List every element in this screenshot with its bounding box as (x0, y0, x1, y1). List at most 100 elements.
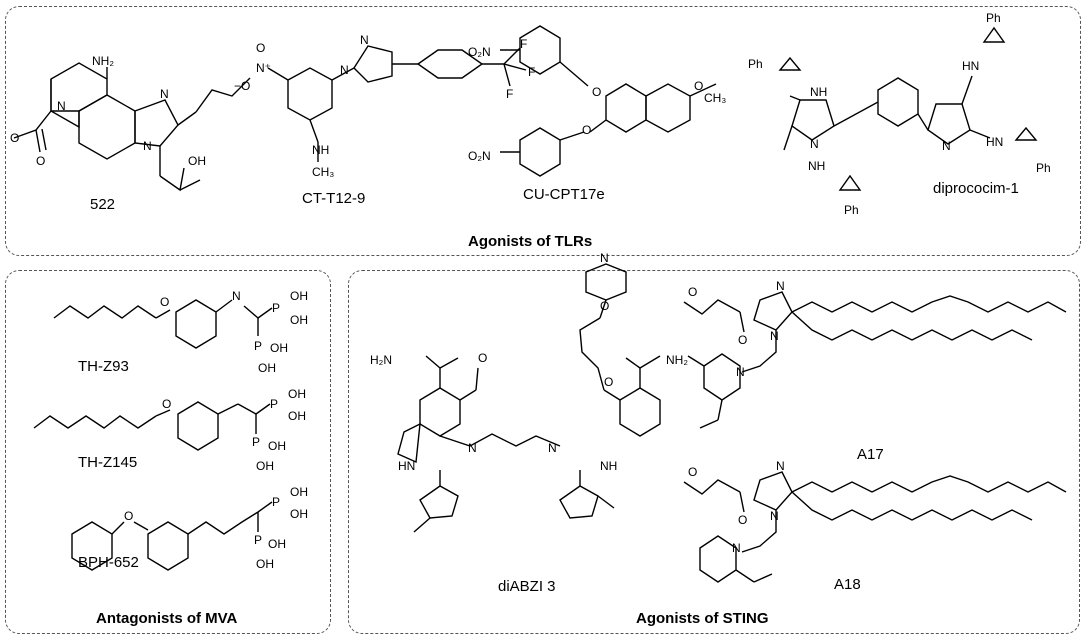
structure-th-z93: O N P P OH OH OH OH (53, 289, 308, 375)
atom-label: Ph (986, 11, 1001, 25)
atom-label: HN (398, 459, 415, 473)
atom-label: N (160, 87, 169, 101)
compound-label-a17: A17 (857, 446, 884, 463)
atom-label: O (582, 123, 591, 137)
atom-label: P (254, 533, 262, 547)
atom-label: O (604, 375, 613, 389)
structure-a17: N N N O O (683, 279, 1067, 429)
atom-label: HN (986, 135, 1003, 149)
atom-label: P (252, 435, 260, 449)
mva-panel-title: Antagonists of MVA (96, 610, 238, 627)
atom-label: NH (810, 85, 827, 99)
atom-label: O₂N (468, 45, 491, 59)
sting-agonists-panel (348, 270, 1080, 634)
atom-label: O (738, 513, 747, 527)
atom-label: N (360, 33, 369, 47)
structure-th-z145: O P P OH OH OH OH (33, 387, 306, 473)
atom-label: OH (268, 439, 286, 453)
atom-label: O (592, 85, 601, 99)
atom-label: N (736, 365, 745, 379)
atom-label: Ph (748, 57, 763, 71)
compound-label-th-z93: TH-Z93 (78, 358, 129, 375)
atom-label: N (770, 329, 779, 343)
atom-label: OH (290, 289, 308, 303)
atom-label: N (942, 139, 951, 153)
atom-label: OH (258, 361, 276, 375)
structure-522: NH₂ N N N OH O O (10, 54, 251, 192)
atom-label: O (162, 397, 171, 411)
atom-label: N (57, 99, 66, 113)
atom-label: NH₂ (92, 54, 114, 68)
atom-label: OH (270, 341, 288, 355)
atom-label: F (528, 65, 535, 79)
atom-label: O (688, 285, 697, 299)
atom-label: NH (808, 159, 825, 173)
atom-label: NH₂ (666, 353, 688, 367)
atom-label: N (340, 63, 349, 77)
structure-diabzi-3: H₂N NH₂ HN NH N O O O N N (370, 251, 688, 533)
atom-label: HN (962, 59, 979, 73)
atom-label: O (600, 299, 609, 313)
atom-label: OH (288, 409, 306, 423)
atom-label: O (256, 41, 265, 55)
atom-label: P (270, 397, 278, 411)
mva-antagonists-panel (5, 270, 331, 634)
atom-label: OH (290, 313, 308, 327)
compound-label-diabzi-3: diABZI 3 (498, 578, 556, 595)
atom-label: OH (290, 485, 308, 499)
atom-label: OH (188, 154, 206, 168)
atom-label: O₂N (468, 149, 491, 163)
atom-label: N (776, 279, 785, 293)
atom-label: O (738, 333, 747, 347)
compound-label-cu-cpt17e: CU-CPT17e (523, 186, 605, 203)
atom-label: F (506, 87, 513, 101)
compound-label-522: 522 (90, 196, 116, 213)
atom-label: OH (256, 557, 274, 571)
atom-label: O (478, 351, 487, 365)
compound-label-ct-t12-9: CT-T12-9 (302, 190, 366, 207)
atom-label: CH₃ (312, 165, 334, 179)
atom-label: P (272, 301, 280, 315)
atom-label: N (600, 251, 609, 265)
structure-cu-cpt17e: O₂N O₂N O O O CH₃ (468, 25, 726, 177)
atom-label: H₂N (370, 353, 392, 367)
atom-label: P (272, 495, 280, 509)
compound-label-th-z145: TH-Z145 (78, 454, 138, 471)
structure-diprococim-1: Ph Ph Ph Ph NH NH HN HN N N (748, 11, 1051, 217)
atom-label: OH (290, 507, 308, 521)
atom-label: O (688, 465, 697, 479)
atom-label: N (776, 459, 785, 473)
atom-label: O (36, 154, 45, 168)
atom-label: F (520, 37, 527, 51)
atom-label: O (160, 295, 169, 309)
tlr-panel-title: Agonists of TLRs (468, 233, 593, 250)
atom-label: O (10, 131, 19, 145)
atom-label: NH (600, 459, 617, 473)
compound-label-diprococim-1: diprococim-1 (933, 180, 1019, 197)
structure-a18: N N N O O (683, 459, 1067, 583)
atom-label: CH₃ (704, 91, 726, 105)
atom-label: Ph (1036, 161, 1051, 175)
atom-label: N (732, 541, 741, 555)
atom-label: N (468, 441, 477, 455)
compound-label-a18: A18 (834, 576, 861, 593)
atom-label: O (694, 79, 703, 93)
atom-label: N (143, 139, 152, 153)
atom-label: NH (312, 143, 329, 157)
atom-label: N (810, 137, 819, 151)
atom-label: N (770, 509, 779, 523)
atom-label: N (232, 289, 241, 303)
atom-label: OH (256, 459, 274, 473)
atom-label: N⁺ (256, 61, 271, 75)
atom-label: OH (288, 387, 306, 401)
atom-label: −O (234, 79, 250, 93)
atom-label: O (124, 509, 133, 523)
structure-ct-t12-9: F F F N N N⁺ −O O NH CH₃ (234, 33, 535, 179)
atom-label: OH (268, 537, 286, 551)
sting-panel-title: Agonists of STING (636, 610, 769, 627)
structure-bph-652: O P P OH OH OH OH (71, 485, 308, 571)
compound-label-bph-652: BPH-652 (78, 554, 139, 571)
atom-label: P (254, 339, 262, 353)
atom-label: N (548, 441, 557, 455)
